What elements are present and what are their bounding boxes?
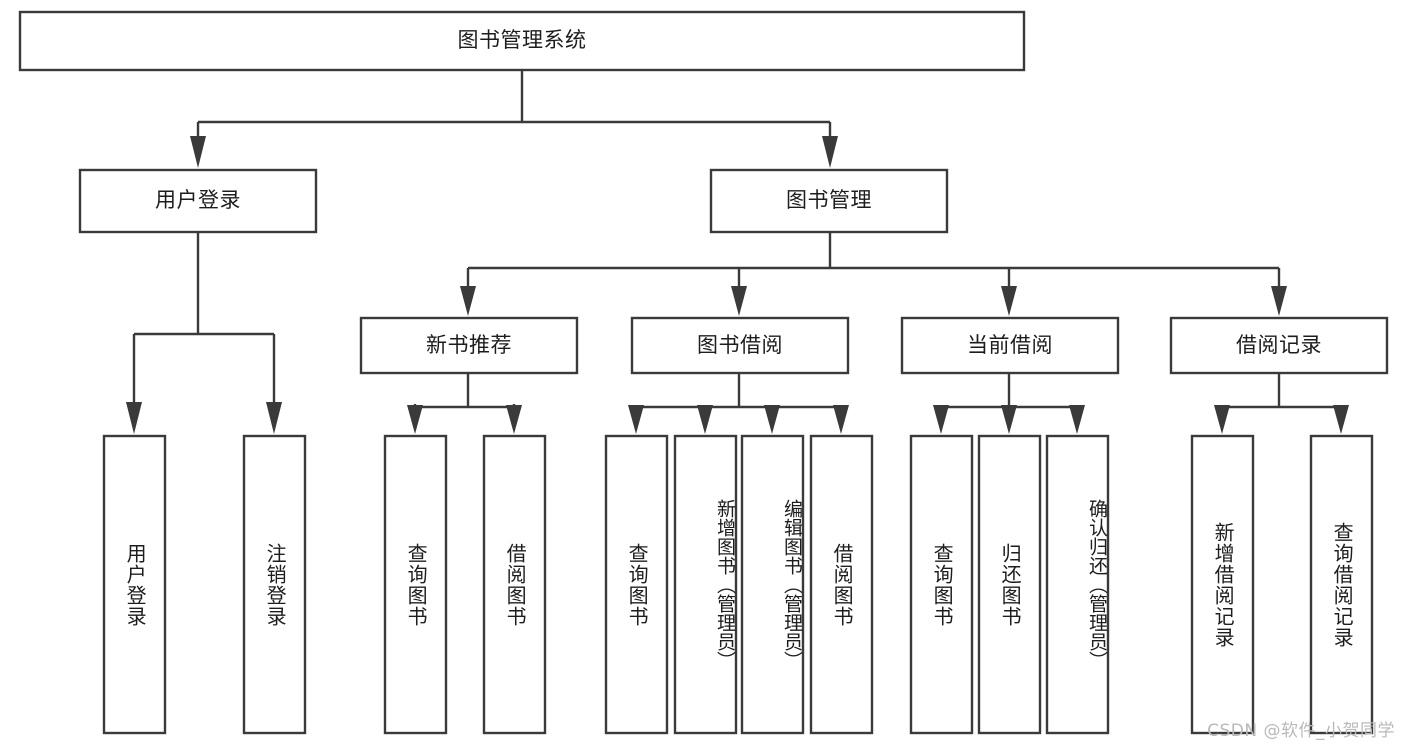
node-box-borrow-record[interactable] xyxy=(1169,316,1389,375)
node-box-book-management[interactable] xyxy=(709,168,949,234)
node-box-leaf-query-book-2[interactable] xyxy=(604,434,669,735)
node-box-book-borrow[interactable] xyxy=(630,316,850,375)
node-box-leaf-query-book-3[interactable] xyxy=(909,434,974,735)
arrowhead-book-manage xyxy=(822,136,838,168)
node-box-leaf-borrow-book-1[interactable] xyxy=(482,434,547,735)
node-box-current-borrow[interactable] xyxy=(900,316,1120,375)
arrowhead-leaf-user-login xyxy=(126,402,142,434)
arrowhead-bookborrow-leaf-2 xyxy=(697,405,713,434)
arrowhead-user-login xyxy=(190,136,206,168)
node-box-leaf-add-book[interactable] xyxy=(673,434,738,735)
node-box-leaf-edit-book[interactable] xyxy=(740,434,805,735)
node-box-leaf-query-record[interactable] xyxy=(1309,434,1374,735)
arrowhead-newbook-leaf-2 xyxy=(506,405,522,434)
arrowhead-currentborrow-leaf-2 xyxy=(1001,405,1017,434)
node-box-new-book-recommend[interactable] xyxy=(359,316,579,375)
node-box-leaf-logout[interactable] xyxy=(242,434,307,735)
arrowhead-newbook-leaf-1 xyxy=(407,405,423,434)
node-box-leaf-user-login[interactable] xyxy=(102,434,167,735)
node-box-leaf-add-record[interactable] xyxy=(1190,434,1255,735)
arrowhead-bookborrow-leaf-1 xyxy=(628,405,644,434)
arrowhead-borrow-record xyxy=(1271,286,1287,316)
arrowhead-bookborrow-leaf-4 xyxy=(833,405,849,434)
arrowhead-current-borrow xyxy=(1001,286,1017,316)
node-box-leaf-confirm-return[interactable] xyxy=(1045,434,1110,735)
watermark-credit: CSDN @软件_小贺同学 xyxy=(1207,721,1395,741)
arrowhead-currentborrow-leaf-3 xyxy=(1069,405,1085,434)
arrowhead-borrowrecord-leaf-1 xyxy=(1214,405,1230,434)
node-box-user-login[interactable] xyxy=(78,168,318,234)
node-box-root[interactable] xyxy=(18,10,1026,72)
node-box-leaf-return-book[interactable] xyxy=(977,434,1042,735)
arrowhead-new-book xyxy=(460,286,476,316)
arrowhead-currentborrow-leaf-1 xyxy=(933,405,949,434)
arrowhead-bookborrow-leaf-3 xyxy=(764,405,780,434)
arrowhead-book-borrow xyxy=(731,286,747,316)
node-box-leaf-borrow-book-2[interactable] xyxy=(809,434,874,735)
node-box-leaf-query-book-1[interactable] xyxy=(383,434,448,735)
arrowhead-borrowrecord-leaf-2 xyxy=(1333,405,1349,434)
arrowhead-leaf-logout xyxy=(266,402,282,434)
